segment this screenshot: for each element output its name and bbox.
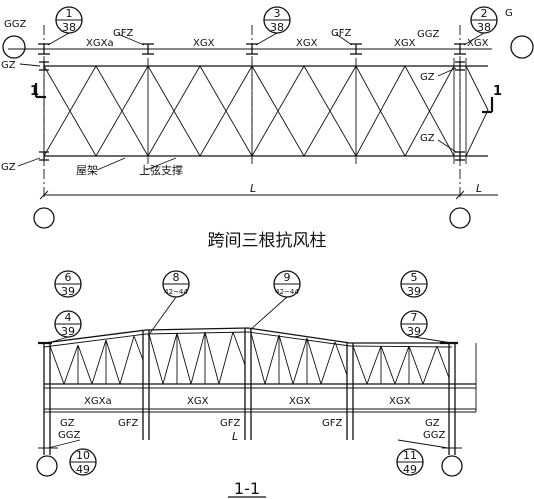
plan-detail-symbol-3: 3 38: [263, 6, 291, 34]
elev-detail-symbol-6: 6 39: [54, 270, 82, 298]
svg-text:38: 38: [477, 21, 491, 34]
elev-xgx-label-3: XGX: [389, 396, 411, 407]
xgx-label-1: XGX: [193, 38, 215, 49]
elev-xgxa-label: XGXa: [84, 396, 112, 407]
gfz-label-left: GFZ: [113, 28, 134, 39]
gz-label-top-left: GZ: [1, 60, 16, 71]
plan-axis-bubble-right: [449, 207, 471, 229]
xgx-label-4: XGX: [467, 38, 489, 49]
elev-gfz-label-2: GFZ: [220, 418, 241, 429]
gz-label-bottom-right: GZ: [420, 133, 435, 144]
plan-span-l-1: L: [250, 182, 256, 195]
elev-gfz-label-3: GFZ: [322, 418, 343, 429]
elev-detail-symbol-7: 7 39: [400, 310, 428, 338]
plan-detail-symbol-1: 1 38: [55, 6, 83, 34]
svg-text:39: 39: [407, 325, 421, 338]
svg-text:38: 38: [62, 21, 76, 34]
elevation-title: 1-1: [234, 479, 260, 498]
elev-detail-symbol-10: 10 49: [69, 448, 97, 476]
elevation-top-chord: [43, 327, 452, 344]
plan-detail-symbol-2: 2 38: [470, 6, 498, 34]
elev-detail-symbol-4: 4 39: [54, 310, 82, 338]
svg-text:1: 1: [66, 7, 73, 20]
svg-text:8: 8: [173, 271, 180, 284]
elev-xgx-label-1: XGX: [187, 396, 209, 407]
elev-detail-symbol-8: 8 42~44: [162, 270, 190, 298]
plan-dimension: L L: [39, 182, 498, 200]
elev-xgx-label-2: XGX: [289, 396, 311, 407]
plan-edge-circle-left: [2, 35, 26, 59]
elev-gfz-label-1: GFZ: [118, 418, 139, 429]
elevation-truss-web: [49, 331, 450, 385]
plan-axis-bubble-left: [33, 207, 55, 229]
svg-text:49: 49: [76, 463, 90, 476]
svg-text:38: 38: [270, 21, 284, 34]
svg-text:10: 10: [76, 449, 90, 462]
gz-label-bottom-left: GZ: [1, 162, 16, 173]
svg-text:39: 39: [407, 285, 421, 298]
roof-truss-label: 屋架: [76, 164, 98, 177]
elev-span-l: L: [232, 430, 238, 443]
svg-text:2: 2: [481, 7, 488, 20]
elev-gz-label-right: GZ: [425, 418, 440, 429]
elev-detail-symbol-5: 5 39: [400, 270, 428, 298]
svg-text:5: 5: [411, 271, 418, 284]
elev-detail-symbol-11: 11 49: [396, 448, 424, 476]
elevation-columns: [43, 328, 477, 455]
svg-text:49: 49: [403, 463, 417, 476]
svg-text:39: 39: [61, 325, 75, 338]
ggz-label-right: GGZ: [417, 29, 439, 40]
xgxa-label: XGXa: [86, 38, 114, 49]
svg-text:9: 9: [284, 271, 291, 284]
edge-g-label: G: [505, 8, 513, 19]
elevation-view: 6 39 4 39 8 42~44 9 42~44 5 39 7 39: [36, 270, 477, 498]
gfz-label-mid: GFZ: [331, 28, 352, 39]
ggz-label-left: GGZ: [4, 19, 26, 30]
svg-text:1: 1: [30, 84, 39, 99]
section-mark-right: 1: [482, 84, 502, 114]
gz-label-top-right: GZ: [420, 72, 435, 83]
elev-detail-symbol-9: 9 42~44: [273, 270, 301, 298]
svg-text:7: 7: [411, 311, 418, 324]
svg-text:3: 3: [274, 7, 281, 20]
svg-text:42~44: 42~44: [275, 288, 299, 296]
svg-text:6: 6: [65, 271, 72, 284]
plan-x-bracing: [43, 65, 489, 157]
svg-text:42~44: 42~44: [164, 288, 188, 296]
elev-axis-bubble-left: [36, 455, 58, 477]
plan-truss-lines: [43, 58, 467, 164]
plan-span-l-2: L: [476, 182, 482, 195]
elev-ggz-label-right: GGZ: [423, 430, 445, 441]
plan-leaders: [17, 32, 485, 171]
svg-text:4: 4: [65, 311, 72, 324]
svg-text:1: 1: [493, 84, 502, 99]
xgx-label-3: XGX: [394, 38, 416, 49]
section-mark-left: 1: [30, 83, 46, 99]
top-chord-brace-label: 上弦支撑: [139, 163, 183, 177]
elev-axis-bubble-right: [441, 455, 463, 477]
xgx-label-2: XGX: [296, 38, 318, 49]
svg-text:11: 11: [403, 449, 417, 462]
svg-text:39: 39: [61, 285, 75, 298]
plan-column-markers: [38, 43, 466, 161]
elev-ggz-label-left: GGZ: [58, 430, 80, 441]
elev-gz-label-left: GZ: [60, 418, 75, 429]
plan-view: 1 38 3 38 2 38: [1, 6, 534, 251]
plan-edge-circle-right: [510, 35, 534, 59]
elevation-leaders: [47, 296, 453, 449]
plan-title: 跨间三根抗风柱: [208, 231, 327, 251]
